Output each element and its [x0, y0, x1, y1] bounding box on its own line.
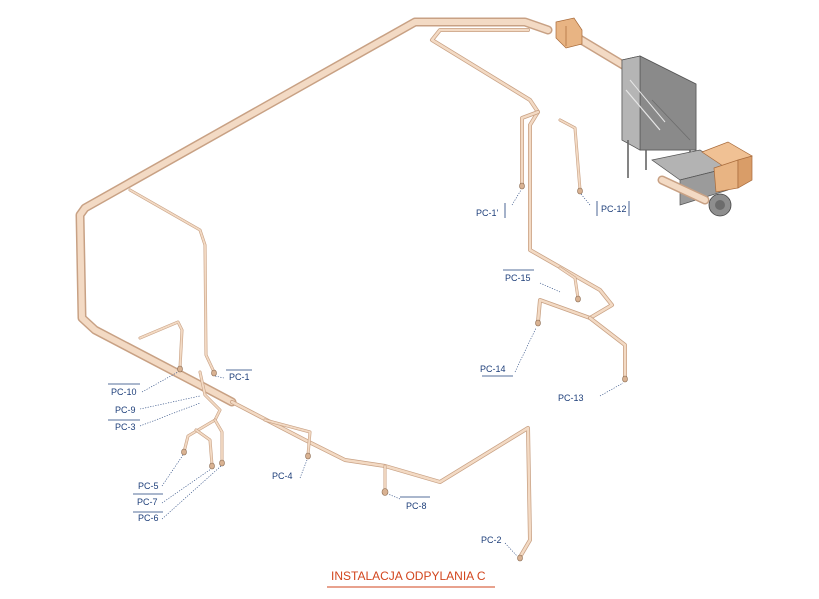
label-pc-6: PC-6 — [138, 513, 159, 523]
branch-ducts — [128, 28, 627, 559]
inlet-box — [555, 17, 583, 49]
label-pc-10: PC-10 — [111, 387, 137, 397]
filter-inlet-duct — [573, 33, 633, 73]
label-pc-13: PC-13 — [558, 393, 584, 403]
label-pc-15: PC-15 — [505, 273, 531, 283]
labels: PC-1' PC-12 PC-15 PC-14 PC-13 PC-1 PC-10… — [111, 204, 627, 545]
label-pc-3: PC-3 — [115, 422, 136, 432]
drawing-title: INSTALACJA ODPYLANIA C — [327, 569, 495, 588]
label-pc-4: PC-4 — [272, 471, 293, 481]
label-pc-5: PC-5 — [138, 481, 159, 491]
label-pc-7: PC-7 — [137, 497, 158, 507]
label-pc-2: PC-2 — [481, 535, 502, 545]
label-leaders — [108, 189, 630, 557]
dust-collector-unit — [621, 55, 732, 217]
separator-box — [701, 141, 753, 193]
label-pc-1: PC-1 — [229, 372, 250, 382]
suction-nozzles — [177, 182, 628, 562]
label-pc-8: PC-8 — [406, 501, 427, 511]
title-text: INSTALACJA ODPYLANIA C — [331, 569, 486, 583]
label-pc-12: PC-12 — [601, 204, 627, 214]
label-pc-9: PC-9 — [115, 405, 136, 415]
label-pc-1-prime: PC-1' — [476, 208, 499, 218]
label-pc-14: PC-14 — [480, 364, 506, 374]
main-trunk-duct — [75, 17, 553, 407]
